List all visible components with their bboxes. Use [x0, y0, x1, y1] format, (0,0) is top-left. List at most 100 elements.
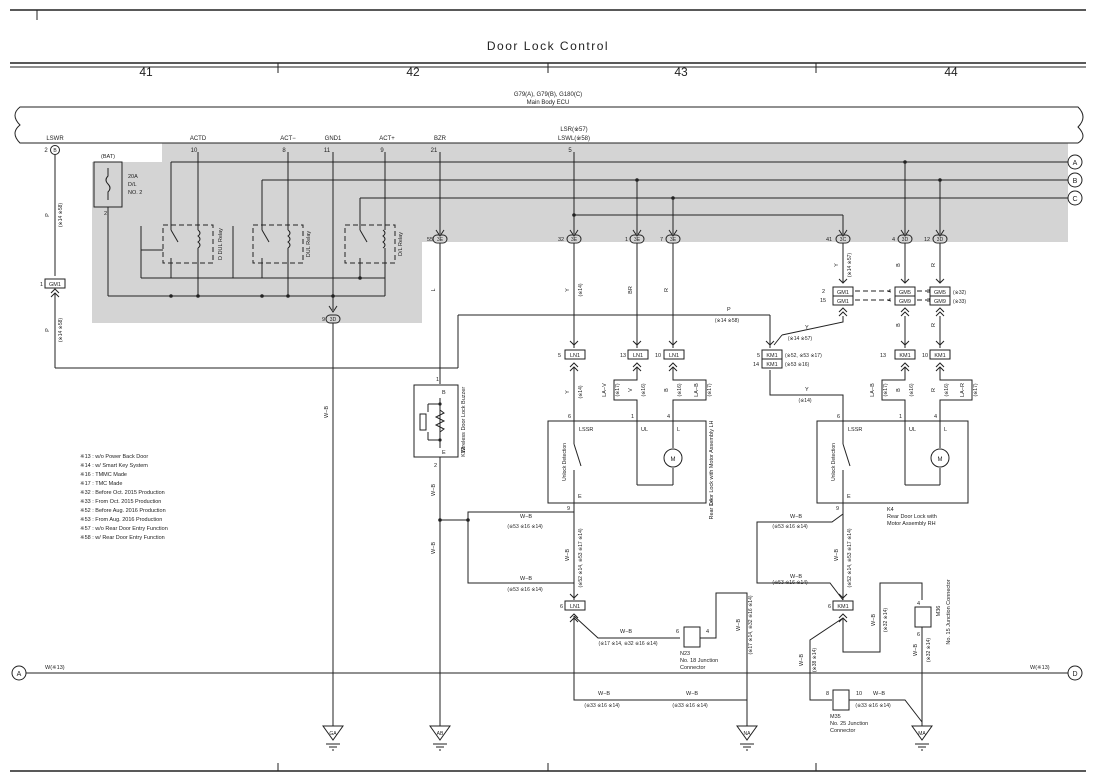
svg-text:7: 7 [660, 237, 663, 243]
svg-text:W−B: W−B [620, 629, 632, 635]
offpage-d-circle [1067, 665, 1083, 681]
svg-text:(※17): (※17) [883, 383, 889, 396]
svg-text:(※14 ※57): (※14 ※57) [788, 336, 813, 342]
junction-connector-n23: 6 4 N23 No. 18 Junction Connector [676, 626, 718, 671]
svg-text:5: 5 [757, 353, 760, 359]
svg-text:9: 9 [567, 506, 570, 512]
svg-text:B: B [442, 390, 446, 396]
svg-text:(※52, ※53 ※17): (※52, ※53 ※17) [785, 353, 822, 359]
svg-text:8: 8 [826, 691, 829, 697]
svg-text:W−B: W−B [799, 654, 805, 666]
svg-text:KM1: KM1 [899, 353, 910, 359]
svg-text:3: 3 [927, 289, 930, 295]
svg-text:3: 3 [927, 298, 930, 304]
svg-text:3D: 3D [937, 237, 944, 243]
svg-text:GM9: GM9 [934, 299, 946, 305]
svg-text:UL: UL [909, 427, 916, 433]
svg-text:(※52 ※14, ※53 ※17 ※14): (※52 ※14, ※53 ※17 ※14) [847, 528, 853, 587]
pin-number: 9 [380, 148, 384, 154]
ground-ga: GA [322, 725, 344, 751]
svg-text:M: M [671, 457, 676, 463]
svg-text:2: 2 [434, 463, 437, 469]
svg-text:P: P [45, 328, 51, 332]
svg-text:W−B: W−B [790, 514, 802, 520]
offpage-label: A [1073, 160, 1078, 167]
svg-text:KM1: KM1 [934, 353, 945, 359]
offpage-b-circle [1067, 172, 1083, 188]
svg-text:10: 10 [655, 353, 661, 359]
svg-text:(※17): (※17) [973, 383, 979, 396]
svg-text:(※52 ※14, ※53 ※17 ※14): (※52 ※14, ※53 ※17 ※14) [578, 528, 584, 587]
ecu-body [14, 106, 1084, 144]
svg-text:A: A [17, 671, 22, 678]
note-line: ※33 : From Oct. 2015 Production [80, 498, 161, 505]
connector-b-circle [50, 145, 60, 155]
svg-text:15: 15 [820, 298, 826, 304]
svg-text:Motor Assembly RH: Motor Assembly RH [887, 521, 936, 527]
svg-text:W−B: W−B [834, 549, 840, 561]
relay-label: D DUL Relay [218, 228, 224, 260]
svg-text:B: B [896, 263, 902, 267]
svg-text:(※16): (※16) [677, 383, 683, 396]
connector-id: B [53, 148, 57, 154]
svg-text:55: 55 [427, 237, 433, 243]
svg-text:NA: NA [744, 731, 752, 737]
conn-pin: 9 [322, 317, 325, 323]
svg-text:Unlock Detection: Unlock Detection [831, 443, 837, 481]
notes-legend: ※13 : w/o Power Back Door ※14 : w/ Smart… [80, 453, 168, 541]
svg-text:N23: N23 [680, 651, 690, 657]
svg-text:BR: BR [628, 286, 634, 294]
svg-text:3E: 3E [437, 237, 444, 243]
svg-text:1: 1 [899, 414, 902, 420]
svg-text:W−B: W−B [873, 691, 885, 697]
svg-text:K12: K12 [461, 447, 467, 457]
svg-text:LA−B: LA−B [694, 383, 700, 397]
svg-text:W−B: W−B [520, 514, 532, 520]
fuse-icon [105, 168, 111, 200]
svg-text:(※53 ※16 ※14): (※53 ※16 ※14) [772, 580, 808, 586]
pin-number: 11 [324, 148, 331, 154]
svg-text:6: 6 [676, 629, 679, 635]
relay-d-dul: D DUL Relay [162, 152, 224, 296]
svg-text:K4: K4 [887, 507, 894, 513]
fuse-number: NO. 2 [128, 190, 142, 196]
svg-text:(※17 ※14, ※32 ※16 ※14): (※17 ※14, ※32 ※16 ※14) [748, 595, 754, 654]
svg-text:V: V [628, 388, 634, 392]
svg-text:M: M [938, 457, 943, 463]
svg-text:(※16): (※16) [944, 383, 950, 396]
svg-text:Unlock Detection: Unlock Detection [562, 443, 568, 481]
svg-text:KM1: KM1 [766, 362, 777, 368]
svg-text:LN1: LN1 [570, 353, 580, 359]
svg-text:UL: UL [641, 427, 648, 433]
svg-text:5: 5 [558, 353, 561, 359]
note-line: ※13 : w/o Power Back Door [80, 453, 148, 460]
svg-text:9: 9 [836, 506, 839, 512]
svg-text:(※53 ※16 ※14): (※53 ※16 ※14) [507, 587, 543, 593]
svg-text:GM9: GM9 [899, 299, 911, 305]
connector-km1 [832, 600, 854, 611]
offpage-a-circle [1067, 154, 1083, 170]
svg-text:LA−V: LA−V [602, 383, 608, 397]
svg-text:LSSR: LSSR [579, 427, 593, 433]
column-number: 42 [406, 65, 420, 79]
svg-text:W−B: W−B [913, 644, 919, 656]
svg-text:(※53 ※16 ※14): (※53 ※16 ※14) [772, 524, 808, 530]
svg-text:No. 15 Junction Connector: No. 15 Junction Connector [946, 579, 952, 644]
svg-text:Connector: Connector [830, 728, 856, 734]
svg-text:3D: 3D [902, 237, 909, 243]
svg-text:13: 13 [620, 353, 626, 359]
svg-text:R: R [931, 323, 937, 327]
svg-text:W(※13): W(※13) [45, 664, 65, 671]
connector-km1 [894, 349, 916, 360]
svg-text:1: 1 [40, 282, 43, 288]
svg-text:R: R [931, 388, 937, 392]
svg-text:(※14): (※14) [798, 398, 811, 404]
offpage-label: C [1072, 196, 1077, 203]
svg-text:R: R [931, 263, 937, 267]
connector-km1 [761, 358, 783, 369]
svg-text:D: D [1072, 671, 1077, 678]
svg-text:LN1: LN1 [570, 604, 580, 610]
svg-text:Connector: Connector [680, 665, 706, 671]
svg-text:AB: AB [437, 731, 444, 737]
